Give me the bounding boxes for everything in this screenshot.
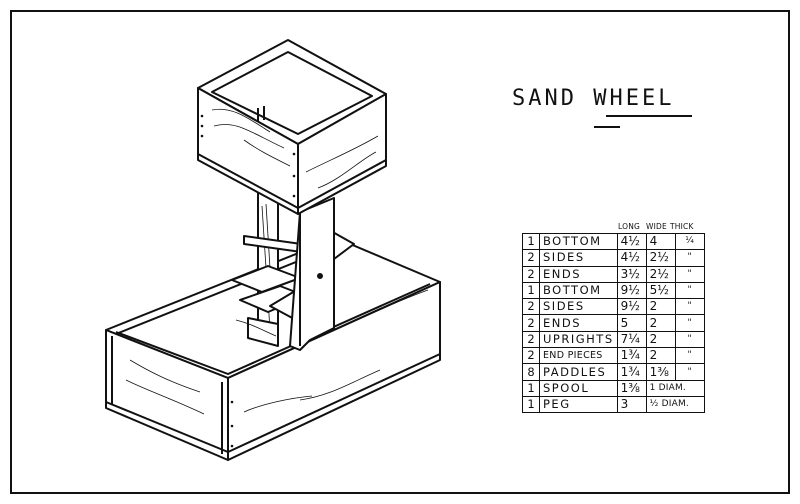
thick-cell: " [674,347,705,365]
drawing-frame [10,10,790,494]
hopper-box [197,39,387,215]
part-cell: ENDS [539,314,618,332]
long-cell: 4½ [616,249,647,267]
part-cell: SPOOL [539,379,618,397]
part-cell: SIDES [539,298,618,316]
part-cell: PEG [539,395,618,414]
header-wide: WIDE [646,222,667,231]
qty-cell: 1 [522,281,540,300]
title-underline [606,115,692,117]
qty-cell: 1 [522,395,540,414]
thick-cell: " [674,363,705,381]
wide-cell: 1⅜ [645,363,676,381]
wood-grain [125,108,429,415]
long-cell: 9½ [616,298,647,316]
long-cell: 1¾ [616,347,647,365]
part-cell: ENDS [539,265,618,283]
thick-cell: " [674,281,705,300]
part-cell: BOTTOM [539,281,618,300]
thick-cell: ¼ [674,232,705,251]
wide-cell: 2 [645,330,676,349]
long-cell: 4½ [616,232,647,251]
header-thick: THICK [670,222,694,231]
long-cell: 9½ [616,281,647,300]
thick-cell: " [674,314,705,332]
qty-cell: 2 [522,314,540,332]
thick-cell: " [674,298,705,316]
long-cell: 5 [616,314,647,332]
thick-cell: " [674,265,705,283]
nail-dots [200,114,296,448]
wide-cell: 2 [645,347,676,365]
qty-cell: 1 [522,379,540,397]
part-cell: END PIECES [539,347,618,365]
part-cell: BOTTOM [539,232,618,251]
wide-cell: 2½ [645,265,676,283]
header-long: LONG [618,222,641,231]
thick-cell: " [674,330,705,349]
title-dash [594,126,620,128]
qty-cell: 1 [522,232,540,251]
long-cell: 7¼ [616,330,647,349]
wide-cell: 2½ [645,249,676,267]
thick-cell: " [674,249,705,267]
qty-cell: 2 [522,330,540,349]
qty-cell: 2 [522,249,540,267]
front-upright [289,197,335,351]
part-cell: SIDES [539,249,618,267]
qty-cell: 2 [522,265,540,283]
diameter-cell: 1 DIAM. [645,379,705,397]
qty-cell: 2 [522,298,540,316]
qty-cell: 2 [522,347,540,365]
part-cell: PADDLES [539,363,618,381]
long-cell: 1⅜ [616,379,647,397]
long-cell: 1¾ [616,363,647,381]
long-cell: 3½ [616,265,647,283]
diameter-cell: ½ DIAM. [645,395,705,414]
drawing-title: SAND WHEEL [512,86,675,111]
long-cell: 3 [616,395,647,414]
wide-cell: 4 [645,232,676,251]
wide-cell: 5½ [645,281,676,300]
base-tray [105,237,441,461]
wide-cell: 2 [645,298,676,316]
part-cell: UPRIGHTS [539,330,618,349]
wide-cell: 2 [645,314,676,332]
qty-cell: 8 [522,363,540,381]
